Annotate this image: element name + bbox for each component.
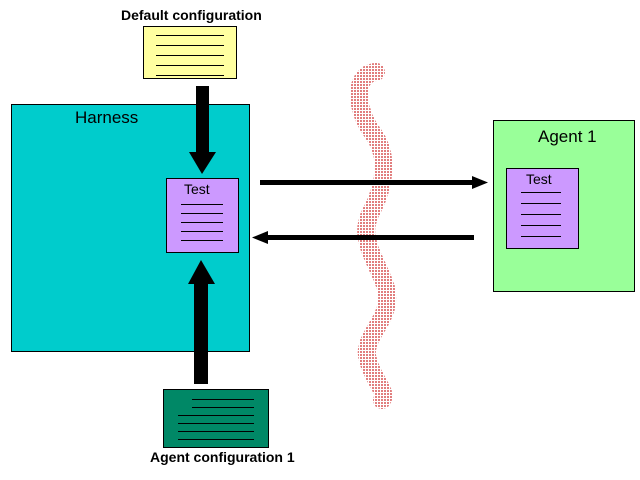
harness-test-text-lines (181, 204, 225, 244)
agent-config-text-lines (178, 399, 258, 444)
arrow-agent-config-to-test (188, 260, 215, 384)
agent-config-document (163, 389, 269, 448)
agent-config-label: Agent configuration 1 (150, 449, 295, 465)
default-config-document (143, 26, 237, 79)
default-config-label: Default configuration (121, 7, 262, 23)
harness-label: Harness (75, 108, 139, 127)
agent-test-text-lines (521, 192, 565, 242)
agent-label: Agent 1 (538, 127, 597, 146)
network-boundary-squiggle (350, 63, 397, 409)
harness-test-label: Test (184, 181, 210, 197)
arrow-agent-to-harness (252, 231, 474, 244)
agent-test-label: Test (526, 171, 552, 187)
agent-test-document: Test (506, 168, 579, 249)
harness-test-document: Test (166, 178, 239, 253)
default-config-text-lines (156, 35, 226, 76)
arrow-harness-to-agent (260, 176, 488, 189)
arrow-default-config-to-test (189, 86, 216, 174)
